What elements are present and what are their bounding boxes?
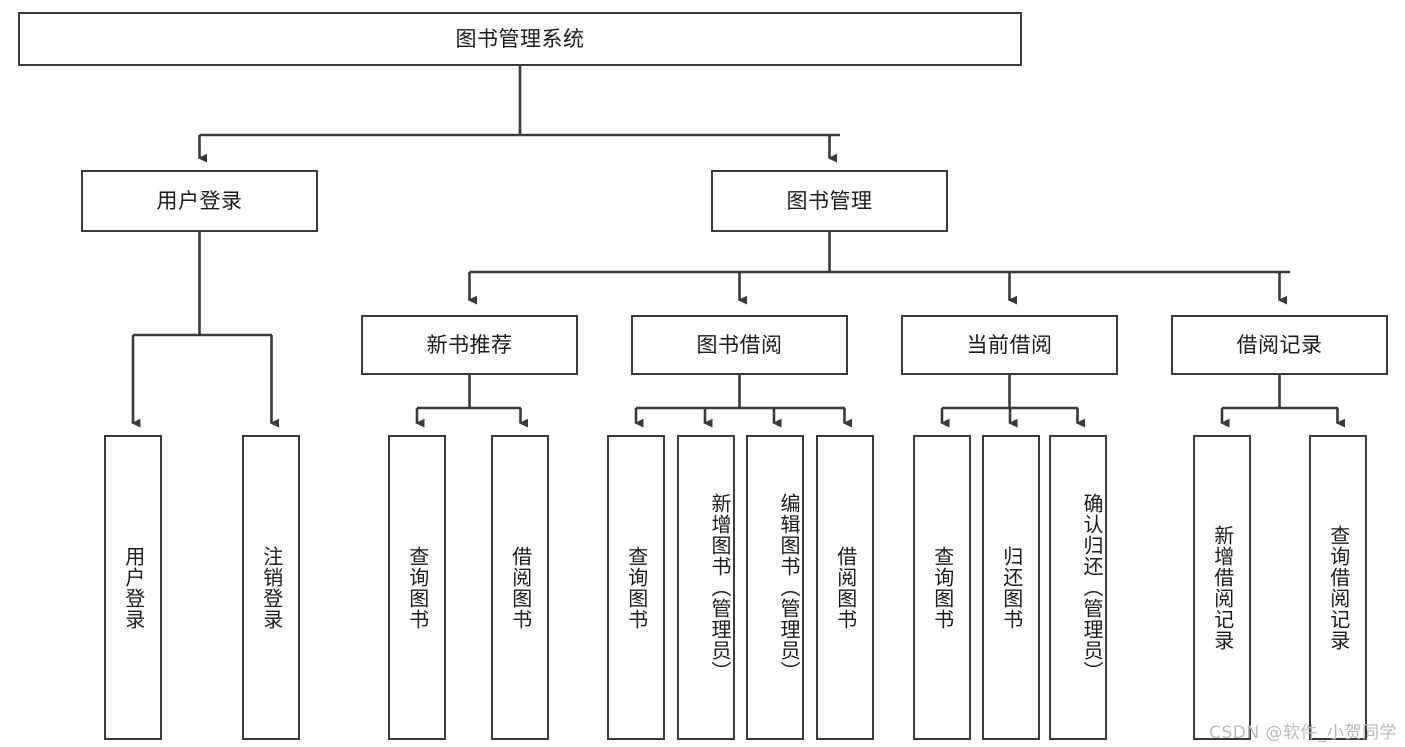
leaf-return-book[interactable]: 归还图书 xyxy=(982,435,1040,740)
node-label: 用户登录 xyxy=(121,545,146,630)
leaf-add-borrow-record[interactable]: 新增借阅记录 xyxy=(1193,435,1251,740)
leaf-query-book-recommend[interactable]: 查询图书 xyxy=(388,435,446,740)
node-root-system[interactable]: 图书管理系统 xyxy=(18,12,1022,66)
node-new-book-recommend[interactable]: 新书推荐 xyxy=(361,315,578,375)
leaf-logout-login[interactable]: 注销登录 xyxy=(242,435,300,740)
node-label: 确认归还（管理员） xyxy=(1080,493,1104,682)
node-label: 用户登录 xyxy=(156,188,243,213)
node-label: 新增图书（管理员） xyxy=(708,493,732,682)
leaf-borrow-book[interactable]: 借阅图书 xyxy=(816,435,874,740)
node-label: 注销登录 xyxy=(259,545,284,630)
node-book-borrow[interactable]: 图书借阅 xyxy=(631,315,848,375)
node-label: 当前借阅 xyxy=(966,332,1053,357)
node-label: 查询借阅记录 xyxy=(1326,524,1351,651)
node-label: 编辑图书（管理员） xyxy=(777,493,801,682)
node-label: 图书管理系统 xyxy=(455,26,585,51)
node-book-manage[interactable]: 图书管理 xyxy=(711,170,948,232)
node-label: 查询图书 xyxy=(405,545,430,630)
leaf-add-book[interactable]: 新增图书（管理员） xyxy=(677,435,735,740)
node-user-login[interactable]: 用户登录 xyxy=(81,170,318,232)
csdn-watermark: CSDN @软件_小贺同学 xyxy=(1209,723,1397,743)
node-label: 图书借阅 xyxy=(696,332,783,357)
node-label: 新增借阅记录 xyxy=(1210,524,1235,651)
leaf-query-book-current[interactable]: 查询图书 xyxy=(913,435,971,740)
leaf-confirm-return[interactable]: 确认归还（管理员） xyxy=(1049,435,1107,740)
node-borrow-record[interactable]: 借阅记录 xyxy=(1171,315,1388,375)
node-label: 查询图书 xyxy=(930,545,955,630)
node-label: 借阅记录 xyxy=(1236,332,1323,357)
node-current-borrow[interactable]: 当前借阅 xyxy=(901,315,1118,375)
leaf-user-login[interactable]: 用户登录 xyxy=(104,435,162,740)
node-label: 借阅图书 xyxy=(833,545,858,630)
node-label: 归还图书 xyxy=(999,545,1024,630)
node-label: 图书管理 xyxy=(786,188,873,213)
node-label: 查询图书 xyxy=(624,545,649,630)
node-label: 新书推荐 xyxy=(426,332,513,357)
leaf-query-book-borrow[interactable]: 查询图书 xyxy=(607,435,665,740)
leaf-edit-book[interactable]: 编辑图书（管理员） xyxy=(746,435,804,740)
leaf-borrow-book-recommend[interactable]: 借阅图书 xyxy=(491,435,549,740)
node-label: 借阅图书 xyxy=(508,545,533,630)
leaf-query-borrow-record[interactable]: 查询借阅记录 xyxy=(1309,435,1367,740)
